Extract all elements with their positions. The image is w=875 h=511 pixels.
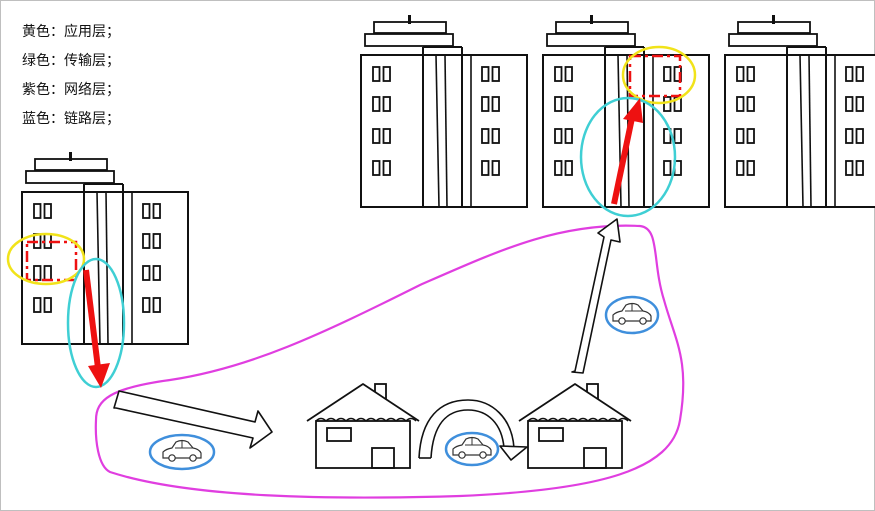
destination-transport-ellipse bbox=[579, 96, 677, 218]
source-transport-ellipse bbox=[66, 257, 126, 389]
hop-arc-arrow bbox=[418, 399, 528, 461]
building-icon bbox=[361, 15, 527, 207]
destination-application-ellipse bbox=[621, 45, 697, 105]
legend-network: 紫色：网络层； bbox=[22, 82, 120, 98]
house-icon bbox=[306, 383, 420, 469]
legend-application: 黄色：应用层； bbox=[22, 24, 120, 40]
destination-building-icon bbox=[543, 15, 709, 207]
house-icon bbox=[518, 383, 632, 469]
route-arrow-right bbox=[113, 390, 273, 449]
send-arrow bbox=[83, 269, 110, 388]
link-layer-car-2 bbox=[444, 431, 500, 467]
source-application-box bbox=[25, 240, 78, 282]
source-application-ellipse bbox=[6, 232, 86, 286]
layer-legend: 黄色：应用层； 绿色：传输层； 紫色：网络层； 蓝色：链路层； bbox=[22, 22, 120, 138]
link-layer-car-1 bbox=[148, 433, 216, 471]
car-icon bbox=[612, 302, 652, 325]
building-icon bbox=[725, 15, 875, 207]
car-icon bbox=[162, 439, 202, 462]
destination-application-box bbox=[628, 54, 682, 98]
source-building-icon bbox=[22, 152, 188, 344]
receive-arrow bbox=[611, 98, 643, 205]
link-layer-car-3 bbox=[604, 295, 660, 335]
route-arrow-up bbox=[571, 218, 621, 374]
legend-transport: 绿色：传输层； bbox=[22, 53, 120, 69]
car-icon bbox=[452, 436, 492, 459]
legend-link: 蓝色：链路层； bbox=[22, 111, 120, 127]
network-layer-path bbox=[94, 224, 685, 499]
